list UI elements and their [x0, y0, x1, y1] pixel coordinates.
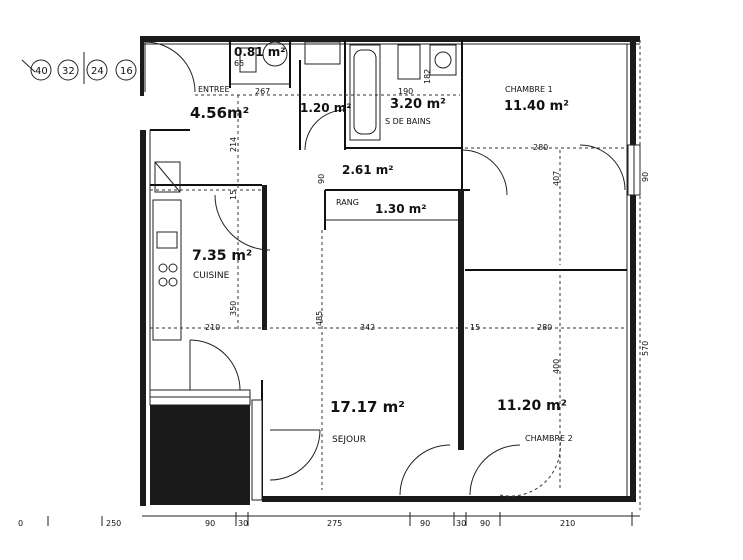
scale-90-b: 90: [420, 519, 430, 528]
dim-side-90: 90: [641, 172, 650, 182]
counter-icon: [152, 199, 182, 341]
bathtub-icon: [349, 44, 381, 141]
kitchen-fixtures: [152, 161, 182, 341]
scale-90-c: 90: [480, 519, 490, 528]
scale-210: 210: [560, 519, 575, 528]
dimension-lines: [142, 40, 641, 517]
area-couloir: 2.61 m²: [342, 163, 394, 177]
scale-0: 0: [18, 519, 23, 528]
label-cuisine: CUISINE: [193, 271, 230, 281]
dim-couloir-depth: 90: [317, 174, 326, 184]
washbasin-icon: [429, 44, 457, 76]
area-wc: 0.81 m²: [234, 45, 286, 59]
dim-chambre2-depth: 400: [552, 359, 561, 374]
orientation-marks: 40 32 24 16: [21, 52, 137, 84]
sink-kitchen-icon: [156, 231, 178, 249]
bathroom-fixtures: [239, 41, 457, 141]
label-chambre1: CHAMBRE 1: [505, 85, 553, 94]
area-rang: 1.30 m²: [375, 202, 427, 216]
hatched-loggia: [149, 389, 263, 505]
dim-bath-depth: 182: [423, 69, 432, 84]
dim-total-depth: 570: [641, 341, 650, 356]
bottom-scale: 0 250 90 30 275 90 30 90 210: [18, 512, 633, 528]
dim-wall-15: 15: [470, 323, 480, 332]
mark-32: 32: [62, 66, 75, 77]
dim-corridor-15: 15: [229, 190, 238, 200]
dim-chambre1-width: 280: [533, 143, 548, 152]
mark-40: 40: [35, 66, 48, 77]
dim-cuisine-depth: 350: [229, 301, 238, 316]
dim-entree-depth: 214: [229, 137, 238, 152]
area-sdb: 3.20 m²: [390, 97, 446, 112]
area-entree: 4.56m²: [190, 104, 249, 122]
dim-entree-width: 267: [255, 87, 270, 96]
label-rang: RANG: [336, 198, 359, 207]
doors: [144, 41, 626, 497]
label-entree: ENTREE: [198, 85, 230, 94]
mark-16: 16: [120, 66, 133, 77]
sink-icon: [397, 44, 421, 80]
scale-30-b: 30: [456, 519, 466, 528]
dim-bath-width: 190: [398, 87, 413, 96]
dim-sejour-width: 342: [360, 323, 375, 332]
label-chambre2: CHAMBRE 2: [525, 434, 573, 443]
entrance-door-arc: [144, 41, 196, 93]
scale-30-a: 30: [238, 519, 248, 528]
scale-90-a: 90: [205, 519, 215, 528]
mark-24: 24: [91, 66, 104, 77]
area-cuisine: 7.35 m²: [192, 248, 252, 264]
area-degagement: 1.20 m²: [300, 101, 352, 115]
area-chambre2: 11.20 m²: [497, 398, 567, 414]
label-sdb: S DE BAINS: [385, 117, 431, 126]
outer-walls: [140, 36, 641, 506]
dim-chambre2-width: 280: [537, 323, 552, 332]
label-sejour: SEJOUR: [332, 435, 366, 445]
area-sejour: 17.17 m²: [330, 398, 405, 416]
dimension-texts: 267 65 190 182 214 90 15 350 210 485 342…: [205, 59, 650, 374]
area-chambre1: 11.40 m²: [504, 99, 569, 114]
toilet-icon: [262, 41, 288, 67]
hob-icon: [158, 263, 168, 273]
room-labels: ENTREE 4.56m² 0.81 m² 1.20 m² 3.20 m² S …: [190, 45, 573, 445]
dim-sejour-depth: 485: [315, 311, 324, 326]
dim-chambre1-depth: 407: [552, 171, 561, 186]
scale-250: 250: [106, 519, 121, 528]
scale-275: 275: [327, 519, 342, 528]
dim-cuisine-width: 210: [205, 323, 220, 332]
dim-wc-width: 65: [234, 59, 244, 68]
